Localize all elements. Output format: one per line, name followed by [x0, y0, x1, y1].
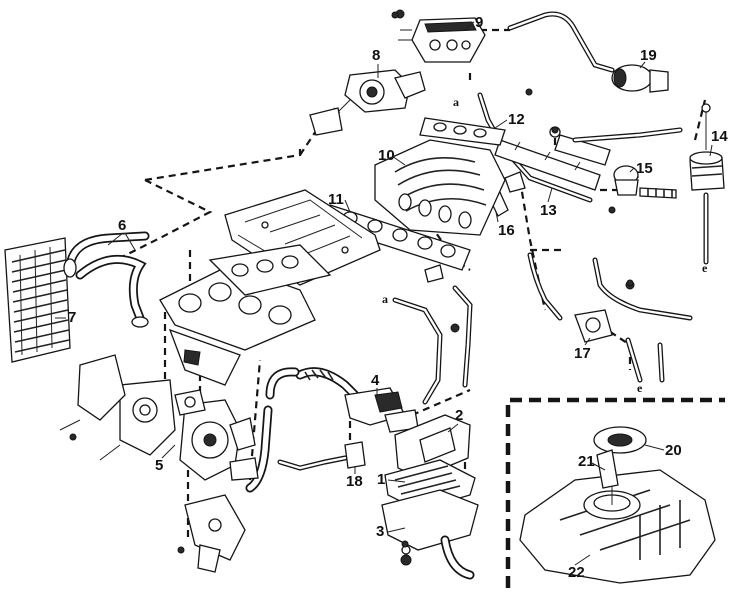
callout-12: 12 — [508, 111, 525, 128]
intake-gasket-top — [419, 117, 506, 146]
part-8-throttle-body — [309, 69, 426, 136]
part-17-vacuum-valve — [527, 252, 693, 383]
part-7-intercooler — [4, 237, 77, 363]
callout-2: 2 — [455, 407, 463, 424]
cylinder-head-cover — [224, 189, 381, 286]
callout-7: 7 — [68, 309, 76, 326]
callout-9: 9 — [475, 14, 483, 31]
callout-17: 17 — [574, 345, 591, 362]
part-10-intake-manifold — [374, 139, 506, 236]
callout-5: 5 — [155, 457, 163, 474]
part-15-regulator — [613, 165, 639, 196]
part-14-fuel-filter — [639, 103, 725, 265]
connector-e-bottom: e — [637, 381, 643, 395]
callout-4: 4 — [371, 372, 380, 389]
part-3-filter-base — [381, 489, 479, 580]
callout-18: 18 — [346, 473, 363, 490]
turbo-inlet-hose — [245, 367, 300, 493]
connector-e-right: e — [702, 261, 708, 275]
inset-fuel-tank — [505, 397, 725, 588]
part-4-airflow-meter — [295, 367, 419, 433]
callout-19: 19 — [640, 47, 657, 64]
breather-lines — [392, 264, 473, 405]
leader-lines — [55, 21, 713, 566]
connector-a-top: a — [453, 95, 459, 109]
callout-21: 21 — [578, 453, 595, 470]
callout-22: 22 — [568, 564, 585, 581]
callout-15: 15 — [636, 160, 653, 177]
part-11-gasket — [321, 204, 471, 271]
fasteners — [69, 11, 634, 554]
connector-a-mid: a — [382, 292, 388, 306]
callout-13: 13 — [540, 202, 557, 219]
callout-16: 16 — [498, 222, 515, 239]
heat-shield — [59, 354, 176, 461]
part-12-13-fuel-rail — [477, 92, 683, 203]
callout-3: 3 — [376, 523, 384, 540]
part-5-turbo — [174, 389, 256, 481]
callout-6: 6 — [118, 217, 126, 234]
callout-11: 11 — [328, 191, 344, 208]
callout-10: 10 — [378, 147, 395, 164]
intake-pipe-18 — [229, 441, 366, 481]
callout-14: 14 — [711, 128, 728, 145]
callout-8: 8 — [372, 47, 380, 64]
downpipe-bracket — [184, 494, 246, 573]
part-2-filter-lid — [394, 414, 471, 479]
part-19-hose-valve — [507, 11, 669, 93]
part-9-throttle-box — [395, 9, 486, 63]
callout-20: 20 — [665, 442, 682, 459]
part-6-hoses — [65, 231, 150, 328]
head-gasket — [208, 244, 332, 296]
callout-1: 1 — [377, 471, 385, 488]
